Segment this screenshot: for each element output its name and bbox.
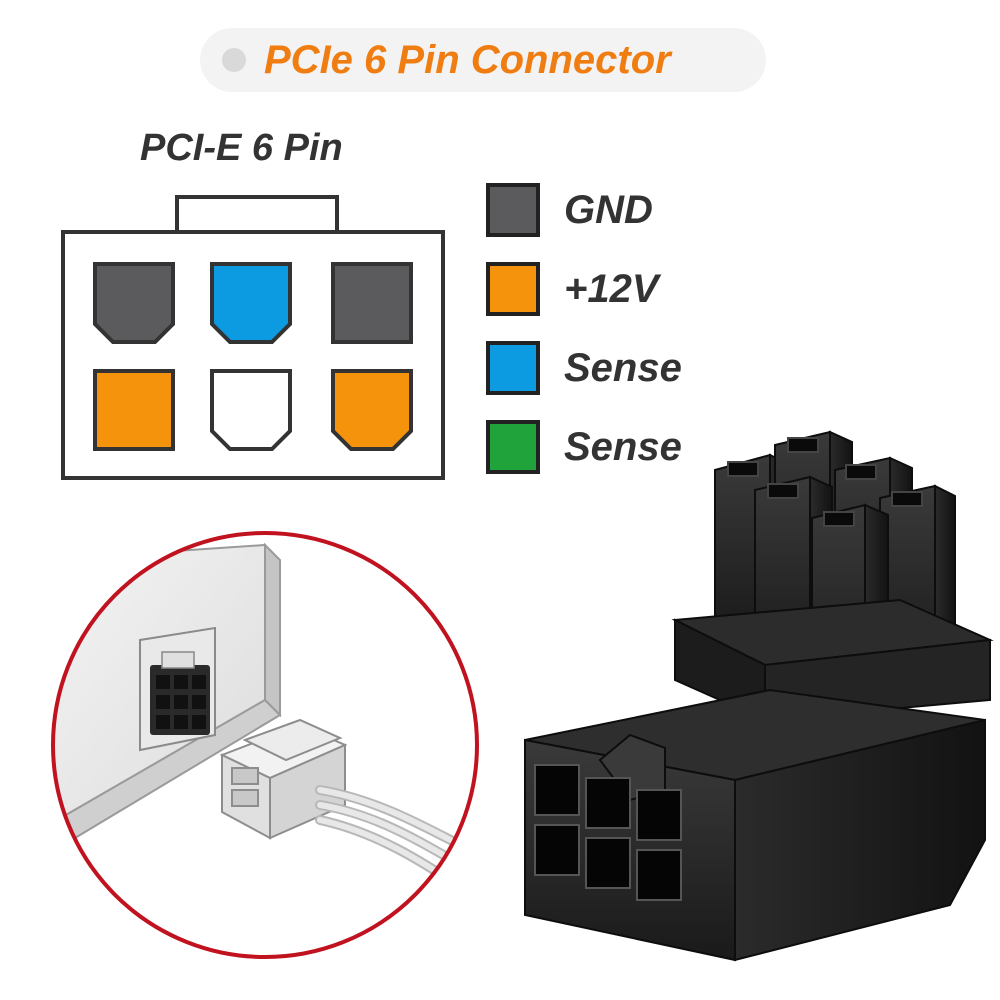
legend-swatch — [486, 420, 540, 474]
legend-label: GND — [564, 188, 653, 232]
pin-bottom-3 — [331, 369, 413, 451]
legend-item: Sense — [486, 420, 766, 480]
pin-top-2 — [210, 262, 292, 344]
title-bullet-dot — [222, 48, 246, 72]
legend-swatch — [486, 341, 540, 395]
page-title: PCIe 6 Pin Connector — [264, 38, 671, 82]
legend-swatch — [486, 183, 540, 237]
legend-label: Sense — [564, 425, 682, 469]
legend-item: +12V — [486, 262, 766, 322]
connector-latch-tab — [175, 195, 339, 235]
legend-label: +12V — [564, 267, 659, 311]
pin-top-3 — [331, 262, 413, 344]
pin-top-1 — [93, 262, 175, 344]
pinout-diagram-label: PCI-E 6 Pin — [140, 127, 343, 169]
pins-group — [93, 262, 413, 451]
legend-item: Sense — [486, 341, 766, 401]
legend-item: GND — [486, 183, 766, 243]
title-pill: PCIe 6 Pin Connector — [200, 28, 766, 92]
legend-label: Sense — [564, 346, 682, 390]
pin-bottom-1 — [93, 369, 175, 451]
pin-bottom-2 — [210, 369, 292, 451]
legend-swatch — [486, 262, 540, 316]
